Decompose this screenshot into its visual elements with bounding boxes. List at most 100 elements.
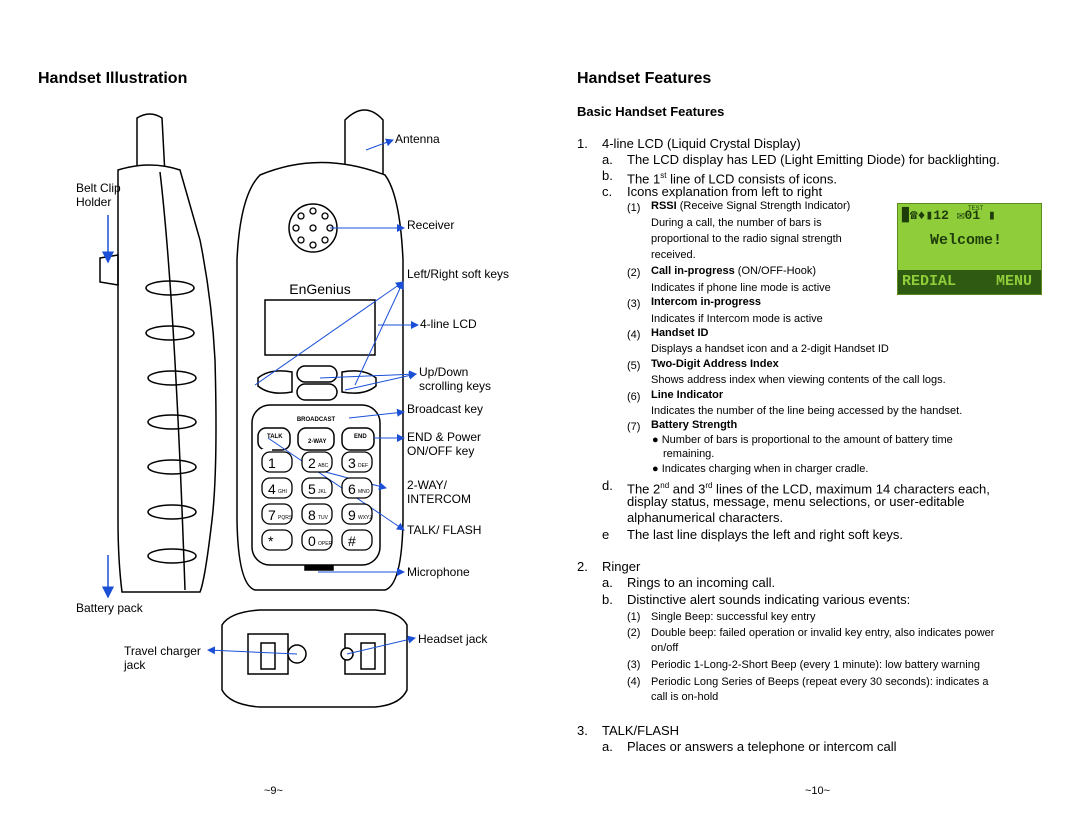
label-travel-2: jack	[124, 658, 146, 672]
label-broadcast: Broadcast key	[407, 402, 484, 416]
envelope-icon: ✉	[948, 208, 965, 223]
icon-item-2-num: (2)	[627, 267, 641, 279]
key-label-7: 7	[268, 507, 276, 523]
s1c-num: c.	[602, 184, 613, 199]
key-label-10: *	[268, 533, 274, 549]
key-letters-11: OPER	[318, 541, 333, 547]
lcd-welcome: Welcome!	[930, 232, 1003, 249]
s1e-num: e	[602, 527, 610, 542]
icon-item-3-title: Intercom in-progress	[651, 296, 762, 308]
section-subtitle: Basic Handset Features	[577, 104, 725, 119]
page-title-left: Handset Illustration	[38, 70, 188, 87]
label-antenna: Antenna	[395, 132, 440, 146]
key-label-4: 4	[268, 481, 276, 497]
key-label-12: #	[348, 533, 356, 549]
s3-text: TALK/FLASH	[602, 723, 680, 738]
icon-item-6-title: Line Indicator	[651, 389, 724, 401]
key-letters-6: MNO	[358, 489, 370, 495]
ringer-item-2-text-1: Double beep: failed operation or invalid…	[651, 627, 995, 639]
label-2way-1: 2-WAY/	[407, 478, 448, 492]
label-updown-1: Up/Down	[419, 365, 469, 379]
s2b-text: Distinctive alert sounds indicating vari…	[627, 592, 911, 607]
icon-item-5-desc: Shows address index when viewing content…	[651, 374, 946, 386]
s1c-text: Icons explanation from left to right	[627, 184, 823, 199]
key-letters-9: WXYZ	[358, 515, 372, 521]
s1d-num: d.	[602, 478, 613, 493]
key-10	[261, 529, 293, 551]
icon-item-7-title: Battery Strength	[651, 419, 738, 431]
s2a-num: a.	[602, 575, 613, 590]
icon-item-1-desc-3: received.	[651, 249, 696, 261]
ringer-item-4-text-2: call is on-hold	[651, 691, 719, 703]
s1d-text-3: alphanumerical characters.	[627, 510, 784, 525]
phone-broadcast-key: BROADCAST	[297, 417, 336, 423]
key-label-8: 8	[308, 507, 316, 523]
label-battery-pack: Battery pack	[76, 601, 143, 615]
key-2	[301, 451, 333, 473]
lcd-redial: REDIAL	[902, 273, 957, 290]
phone-talk-key: TALK	[267, 434, 283, 440]
ringer-item-4-num: (4)	[627, 676, 641, 688]
key-letters-8: TUV	[318, 515, 329, 521]
handset-icon: ▮	[925, 208, 934, 223]
key-8	[301, 503, 333, 525]
icon-item-4-num: (4)	[627, 329, 641, 341]
page-number-right: ~10~	[805, 785, 831, 797]
ringer-item-4-text-1: Periodic Long Series of Beeps (repeat ev…	[651, 676, 989, 688]
s3a-num: a.	[602, 739, 613, 754]
handset-side-view	[99, 113, 217, 599]
icon-item-5-num: (5)	[627, 360, 641, 372]
phone-2way-key: 2-WAY	[308, 439, 326, 445]
key-6	[341, 477, 373, 499]
battery-icon: ▮	[980, 208, 996, 223]
label-end-1: END & Power	[407, 430, 482, 444]
key-11	[301, 529, 333, 551]
label-end-2: ON/OFF key	[407, 444, 475, 458]
label-receiver: Receiver	[407, 218, 455, 232]
s2-text: Ringer	[602, 559, 641, 574]
s1b-num: b.	[602, 168, 613, 183]
s1b-text: The 1st line of LCD consists of icons.	[627, 171, 838, 187]
s2a-text: Rings to an incoming call.	[627, 575, 776, 590]
icon-item-1-desc-1: During a call, the number of bars is	[651, 217, 822, 229]
key-label-9: 9	[348, 507, 356, 523]
icon-item-3-num: (3)	[627, 298, 641, 310]
ringer-item-3-text: Periodic 1-Long-2-Short Beep (every 1 mi…	[651, 659, 980, 671]
ringer-item-2-num: (2)	[627, 627, 641, 639]
s1-text: 4-line LCD (Liquid Crystal Display)	[602, 136, 801, 151]
key-label-11: 0	[308, 533, 316, 549]
phone-brand: EnGenius	[289, 281, 350, 297]
key-3	[341, 451, 373, 473]
key-9	[341, 503, 373, 525]
s2-num: 2.	[577, 559, 588, 574]
icon-item-5-title: Two-Digit Address Index	[651, 358, 779, 370]
icon-item-2-title: Call in-progress (ON/OFF-Hook)	[651, 265, 817, 277]
s1e-text: The last line displays the left and righ…	[627, 527, 904, 542]
key-letters-3: DEF	[358, 463, 368, 469]
key-label-5: 5	[308, 481, 316, 497]
battery-bullet-2: ● Indicates charging when in charger cra…	[652, 463, 869, 475]
label-2way-2: INTERCOM	[407, 492, 471, 506]
label-holder: Holder	[76, 195, 112, 209]
key-letters-5: JKL	[318, 489, 327, 495]
key-label-3: 3	[348, 455, 356, 471]
ringer-item-2-text-2: on/off	[651, 642, 679, 654]
icon-item-6-desc: Indicates the number of the line being a…	[651, 405, 963, 417]
icon-item-1-num: (1)	[627, 202, 641, 214]
s1d-text-1: The 2nd and 3rd lines of the LCD, maximu…	[627, 481, 990, 497]
label-belt-clip: Belt Clip	[76, 181, 121, 195]
ringer-item-3-num: (3)	[627, 659, 641, 671]
intercom-icon: ♦	[917, 208, 926, 223]
key-label-6: 6	[348, 481, 356, 497]
page-number-left: ~9~	[264, 785, 283, 797]
key-letters-7: PQRS	[278, 515, 293, 521]
key-7	[261, 503, 293, 525]
label-lcd: 4-line LCD	[420, 317, 477, 331]
callout-arrows	[207, 138, 419, 655]
s1d-text-2: display status, message, menu selections…	[627, 494, 965, 509]
label-headset-jack: Headset jack	[418, 632, 488, 646]
phone-end-key: END	[354, 434, 367, 440]
icon-item-6-num: (6)	[627, 391, 641, 403]
